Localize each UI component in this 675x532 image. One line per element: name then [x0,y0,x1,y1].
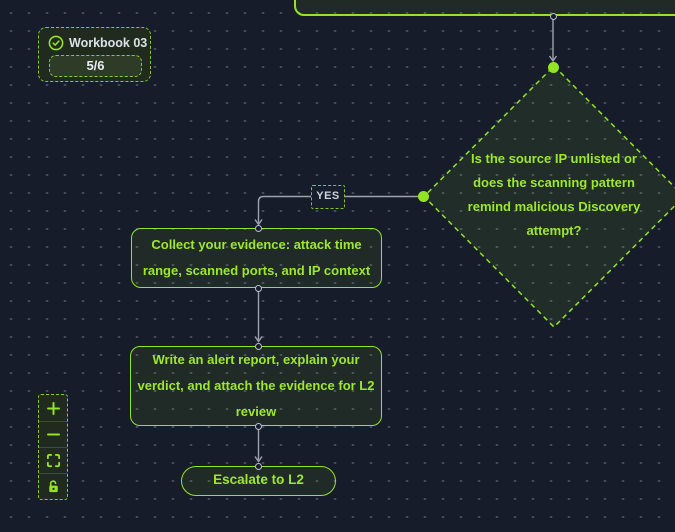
handle-decision-left[interactable] [417,191,429,202]
decision-node[interactable]: Is the source IP unlisted or does the sc… [456,147,652,243]
node-text-line: review [235,404,277,419]
decision-line: remind malicious Discovery [467,199,641,214]
zoom-out-button[interactable] [39,421,67,447]
zoom-in-button[interactable] [39,395,67,421]
decision-line: attempt? [526,223,582,238]
edge-label-yes: YES [311,185,345,209]
decision-line: does the scanning pattern [473,175,635,190]
handle-report-top[interactable] [255,342,262,350]
lock-toggle-button[interactable] [39,473,67,499]
workbook-progress-badge: 5/6 [49,55,142,77]
node-text-line: verdict, and attach the evidence for L2 [137,378,375,393]
handle-collect-bottom[interactable] [255,285,262,292]
write-report-node[interactable]: Write an alert report, explain your verd… [130,346,382,426]
handle-collect-top[interactable] [255,225,262,232]
flow-controls [38,394,68,500]
handle-topnode-bottom[interactable] [549,12,557,20]
escalate-node[interactable]: Escalate to L2 [181,466,336,496]
node-top-partial[interactable] [294,0,675,16]
unlock-icon [48,480,58,493]
minus-icon [46,433,60,436]
handle-escalate-top[interactable] [255,462,262,470]
decision-line: Is the source IP unlisted or [471,151,637,166]
workbook-title: Workbook 03 [69,36,148,50]
workbook-badge: Workbook 03 5/6 [38,27,151,82]
fit-view-button[interactable] [39,447,67,473]
edge-arrow-icon [548,55,558,63]
collect-evidence-node[interactable]: Collect your evidence: attack time range… [131,228,382,288]
node-text-line: Write an alert report, explain your [152,352,360,367]
fit-view-icon [46,453,60,468]
node-text-line: Collect your evidence: attack time [151,237,362,252]
edge-arrow-icon [254,456,263,463]
handle-report-bottom[interactable] [255,422,262,430]
plus-icon [46,401,60,415]
edge-arrow-icon [254,219,263,226]
check-circle-icon [48,35,64,51]
handle-decision-top[interactable] [547,62,559,73]
edge-decision-to-collect[interactable] [257,195,424,224]
edge-arrow-icon [254,336,263,343]
node-text-line: range, scanned ports, and IP context [142,263,371,278]
